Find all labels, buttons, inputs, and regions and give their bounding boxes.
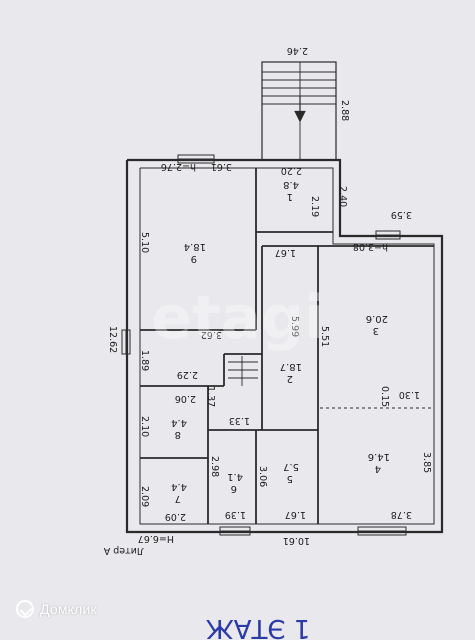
room-2-area: 18.7: [280, 361, 302, 372]
height-total: Н=6.67: [138, 533, 174, 544]
brand-logo: Домклик: [16, 600, 97, 618]
dim-room8-width: 2.06: [175, 393, 196, 404]
brand-name: Домклик: [40, 601, 97, 617]
dim-room6-depth: 2.98: [209, 456, 220, 477]
dim-stair-width: 1.33: [229, 415, 250, 426]
dim-offset-width: 1.30: [399, 389, 420, 400]
dim-room5-depth: 3.06: [257, 466, 268, 487]
watermark-overlay: etagi: [151, 283, 324, 353]
room-8-number: 8: [175, 429, 181, 440]
room-5-number: 5: [287, 473, 293, 484]
dim-total-width: 10.61: [283, 535, 310, 546]
room-1-number: 1: [287, 191, 293, 202]
room-3-number: 3: [373, 325, 379, 336]
room-8: 8 4.4: [171, 417, 187, 440]
room-6-area: 4.1: [227, 471, 243, 482]
room-1-area: 4.8: [283, 179, 299, 190]
inner-wall: [139, 167, 435, 525]
domclick-logo-icon: [16, 600, 34, 618]
room-7-area: 4.4: [171, 481, 187, 492]
room-8-area: 4.4: [171, 417, 187, 428]
dim-room7-width: 2.09: [165, 511, 186, 522]
litera-text: Литер А: [103, 545, 144, 556]
dim-height-b: h=3.08: [353, 241, 388, 252]
dim-porch-width: 2.46: [287, 45, 308, 56]
partitions: [140, 168, 434, 524]
dim-room9-width: 3.61: [211, 161, 232, 172]
room-4-number: 4: [375, 463, 381, 474]
dim-hall-width: 3.62: [201, 329, 222, 340]
dim-room6-width: 1.39: [225, 509, 246, 520]
room-9-area: 18.4: [184, 241, 206, 252]
room-3-area: 20.6: [366, 313, 388, 324]
dim-side-offset: 3.59: [391, 209, 412, 220]
dim-room3-depth: 5.51: [319, 326, 330, 347]
dim-room1-depth: 2.19: [309, 196, 320, 217]
room-2: 2 18.7: [280, 361, 302, 384]
floor-plan-lines: [121, 61, 444, 536]
room-1: 1 4.8: [283, 179, 299, 202]
dim-hall-depth: 1.89: [139, 350, 150, 371]
porch-stairs: [261, 61, 337, 161]
windows: [121, 154, 407, 536]
room-labels: 1 4.8 2 18.7 3 20.6 4 14.6 5 5.7 6 4.1 7…: [171, 179, 390, 504]
room-7-number: 7: [175, 493, 181, 504]
room-2-number: 2: [287, 373, 293, 384]
room-6-number: 6: [231, 483, 237, 494]
dim-room1-width: 2.20: [281, 165, 302, 176]
room-6: 6 4.1: [227, 471, 243, 494]
dim-room7-depth: 2.09: [139, 486, 150, 507]
room-4: 4 14.6: [368, 451, 390, 474]
litera-label: Литер А Н=6.67: [103, 533, 174, 556]
dimension-labels: 2.46 2.88 2.40 3.59 3.61 h=2.76 2.20 2.1…: [107, 45, 432, 546]
dim-room9-depth: 5.10: [139, 232, 150, 253]
room-5-area: 5.7: [283, 461, 299, 472]
dim-room4-width: 3.78: [391, 509, 412, 520]
room-4-area: 14.6: [368, 451, 390, 462]
inner-stairs: [228, 356, 258, 386]
room-5: 5 5.7: [283, 461, 299, 484]
dim-height-a: h=2.76: [161, 161, 196, 172]
dim-porch-depth: 2.88: [339, 100, 350, 121]
outer-wall: [125, 158, 444, 534]
room-7: 7 4.4: [171, 481, 187, 504]
dim-room4-depth: 3.85: [421, 452, 432, 473]
dim-hall-lower: 2.29: [177, 369, 198, 380]
dim-room8-depth: 2.10: [139, 416, 150, 437]
dim-room2-depth: 5.99: [289, 316, 300, 337]
dim-stair-depth: 1.37: [205, 386, 216, 407]
stair-arrow-head: [294, 110, 306, 123]
dim-corridor-width: 1.67: [275, 247, 296, 258]
dim-vestibule-depth: 2.40: [337, 186, 348, 207]
room-9-number: 9: [191, 253, 197, 264]
room-9: 9 18.4: [184, 241, 206, 264]
room-3: 3 20.6: [366, 313, 388, 336]
dim-total-depth: 12.62: [107, 326, 118, 353]
dim-offset-small: 0.15: [379, 386, 390, 407]
floor-title: 1 ЭТАЖ: [206, 613, 311, 640]
dim-room5-width: 1.67: [285, 509, 306, 520]
